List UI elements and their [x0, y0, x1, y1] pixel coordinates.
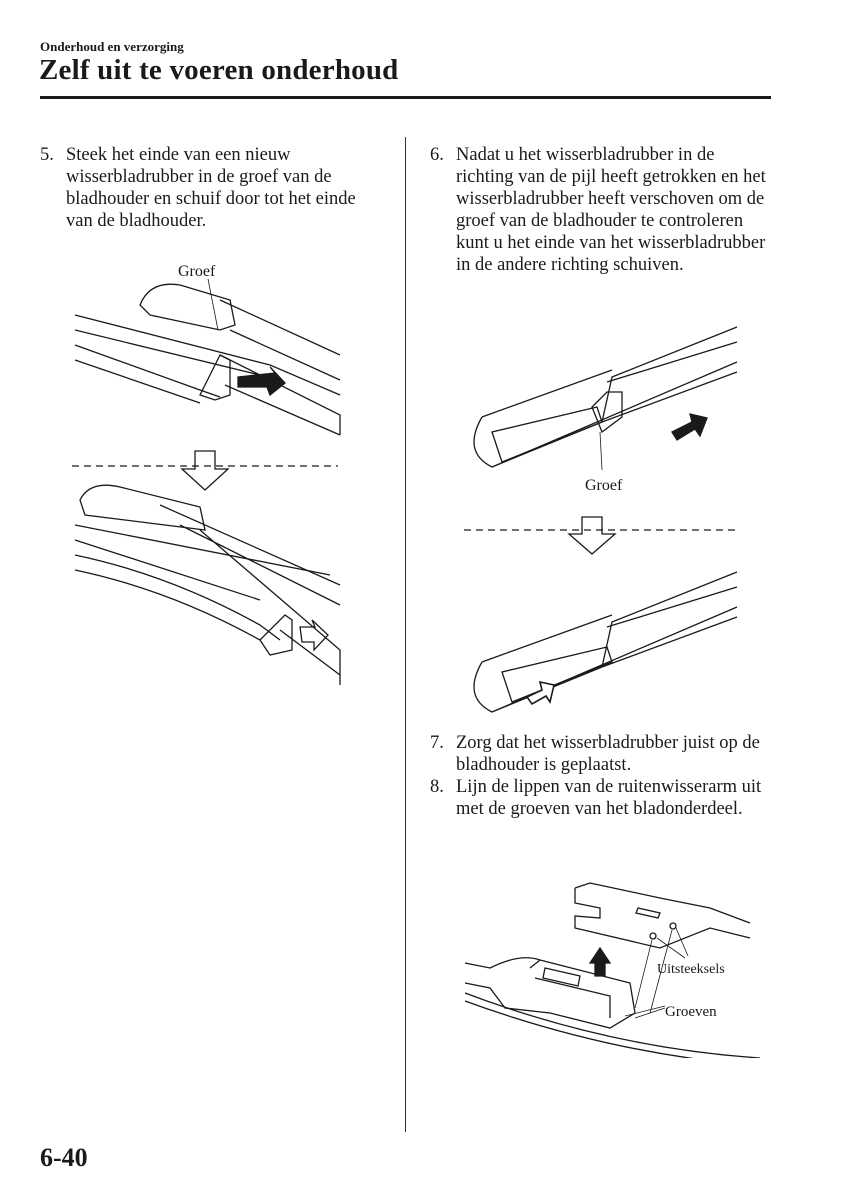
step-8: 8. Lijn de lippen van de ruitenwisserarm… — [430, 776, 770, 820]
title-rule — [40, 96, 771, 99]
figure-label-groove: Groef — [585, 477, 623, 494]
step-text: Steek het einde van een nieuw wisserblad… — [66, 145, 356, 231]
page-number: 6-40 — [40, 1143, 88, 1172]
step-5: 5. Steek het einde van een nieuw wisserb… — [40, 144, 380, 232]
step-text: Zorg dat het wisserbladrubber juist op d… — [456, 733, 760, 775]
figure-align-arm: Uitsteeksels Groeven — [464, 882, 760, 1058]
step-text: Nadat u het wisserbladrubber in de richt… — [456, 145, 766, 275]
figure-insert-rubber: Groef — [72, 263, 341, 685]
column-divider — [405, 137, 406, 1132]
figure-label-protrusions: Uitsteeksels — [657, 962, 725, 977]
figure-slide-rubber: Groef — [464, 326, 740, 713]
section-heading: Onderhoud en verzorging — [40, 39, 184, 54]
step-6: 6. Nadat u het wisserbladrubber in de ri… — [430, 144, 770, 276]
step-7: 7. Zorg dat het wisserbladrubber juist o… — [430, 732, 770, 776]
step-number: 5. — [40, 145, 54, 165]
step-number: 6. — [430, 145, 444, 165]
page-title: Zelf uit te voeren onderhoud — [39, 54, 399, 86]
step-text: Lijn de lippen van de ruitenwisserarm ui… — [456, 777, 762, 819]
figure-label-grooves: Groeven — [665, 1004, 717, 1020]
step-number: 8. — [430, 777, 444, 797]
step-number: 7. — [430, 733, 444, 753]
figure-label-groove: Groef — [178, 263, 216, 280]
